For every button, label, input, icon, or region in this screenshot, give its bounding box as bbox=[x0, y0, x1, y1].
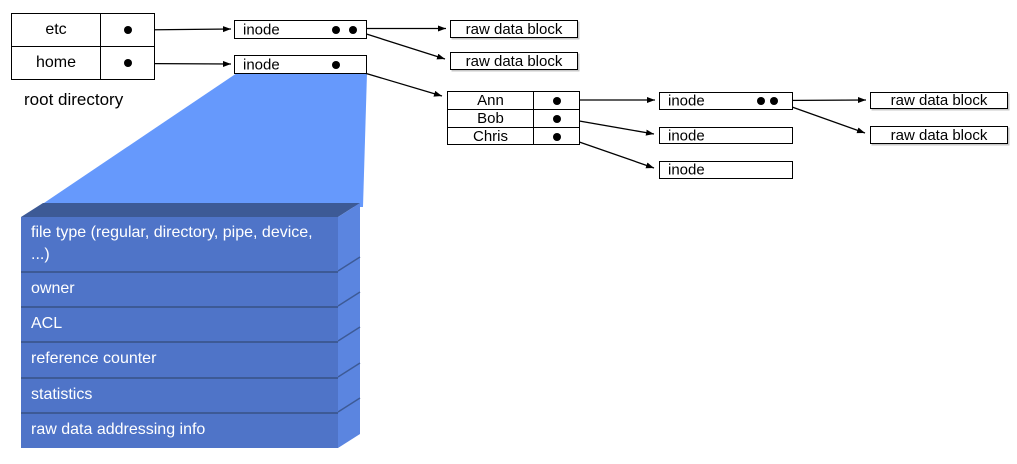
pointer-dot bbox=[123, 59, 132, 67]
raw-data-block: raw data block bbox=[870, 126, 1008, 144]
pointer-dot bbox=[770, 97, 778, 105]
dir-entry-home: home bbox=[12, 46, 154, 79]
pointer-cell bbox=[101, 47, 154, 79]
pointer-cell bbox=[101, 14, 154, 46]
inode-field-label: statistics bbox=[31, 386, 93, 403]
inode-label: inode bbox=[668, 127, 705, 144]
arrow-inode-to-rawblock-2 bbox=[356, 30, 446, 60]
pointer-dot bbox=[552, 96, 561, 105]
raw-data-block-label: raw data block bbox=[465, 20, 563, 38]
inode-field-label: ACL bbox=[31, 315, 63, 332]
magnifier-funnel bbox=[38, 73, 367, 207]
pointer-cell bbox=[534, 92, 579, 109]
inode-field-row: owner bbox=[21, 271, 338, 306]
inode-label: inode bbox=[668, 92, 705, 110]
pointer-dot bbox=[123, 26, 132, 34]
inode-box-chris: inode bbox=[659, 161, 793, 179]
inode-field-label: reference counter bbox=[31, 350, 157, 367]
dir-entry-name: home bbox=[12, 47, 101, 79]
inode-field-label: owner bbox=[31, 280, 75, 297]
inode-label: inode bbox=[668, 161, 705, 179]
dir-entry-name: Chris bbox=[448, 128, 534, 145]
inode-field-row: ACL bbox=[21, 306, 338, 341]
pointer-dot bbox=[552, 114, 561, 123]
inode-detail-stack: file type (regular, directory, pipe, dev… bbox=[21, 217, 338, 448]
raw-data-block-label: raw data block bbox=[890, 126, 988, 144]
inode-field-row: file type (regular, directory, pipe, dev… bbox=[21, 217, 338, 271]
raw-data-block: raw data block bbox=[450, 52, 578, 70]
inode-field-row: reference counter bbox=[21, 341, 338, 377]
pointer-dot bbox=[332, 60, 340, 69]
dir-entry-name: Ann bbox=[448, 92, 534, 109]
dir-entry-ann: Ann bbox=[448, 92, 579, 109]
raw-data-block: raw data block bbox=[450, 20, 578, 38]
inode-box-bob: inode bbox=[659, 127, 793, 144]
dir-entry-name: Bob bbox=[448, 110, 534, 127]
inode-field-row: raw data addressing info bbox=[21, 412, 338, 448]
inode-box-etc: inode bbox=[234, 20, 367, 39]
pointer-dot bbox=[552, 132, 561, 141]
home-directory-table: Ann Bob Chris bbox=[447, 91, 580, 145]
stack-top-bevel bbox=[21, 203, 360, 217]
inode-field-label: file type (regular, directory, pipe, dev… bbox=[31, 224, 313, 263]
dir-entry-chris: Chris bbox=[448, 127, 579, 145]
inode-box-home: inode bbox=[234, 55, 367, 74]
root-directory-table: etc home bbox=[11, 13, 155, 80]
stack-side-notches bbox=[337, 256, 361, 413]
dir-entry-etc: etc bbox=[12, 14, 154, 46]
pointer-dot bbox=[757, 97, 765, 105]
inode-box-ann: inode bbox=[659, 92, 793, 110]
inode-label: inode bbox=[243, 56, 280, 73]
raw-data-block-label: raw data block bbox=[890, 92, 988, 109]
dir-entry-name: etc bbox=[12, 14, 101, 46]
pointer-cell bbox=[534, 128, 579, 145]
root-directory-label: root directory bbox=[24, 90, 124, 109]
pointer-dot bbox=[349, 25, 357, 34]
inode-field-label: raw data addressing info bbox=[31, 421, 206, 438]
pointer-dot bbox=[332, 25, 340, 34]
dir-entry-bob: Bob bbox=[448, 109, 579, 127]
pointer-cell bbox=[534, 110, 579, 127]
stack-right-side bbox=[338, 203, 360, 448]
raw-data-block-label: raw data block bbox=[465, 52, 563, 70]
inode-field-row: statistics bbox=[21, 377, 338, 412]
raw-data-block: raw data block bbox=[870, 92, 1008, 109]
inode-label: inode bbox=[243, 21, 280, 38]
